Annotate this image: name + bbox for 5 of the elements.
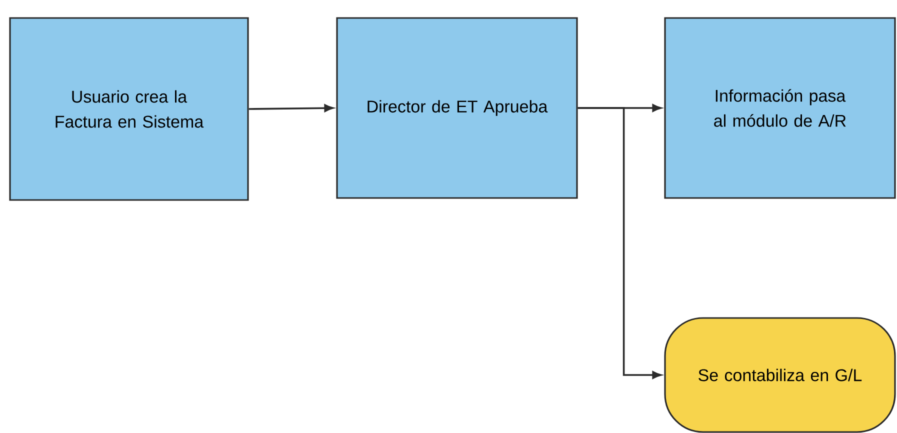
process-box: Usuario crea la Factura en Sistema <box>9 17 249 201</box>
process-box: Información pasa al módulo de A/R <box>664 17 896 199</box>
process-box: Director de ET Aprueba <box>336 17 578 199</box>
arrow <box>248 104 334 112</box>
arrow <box>578 107 662 379</box>
